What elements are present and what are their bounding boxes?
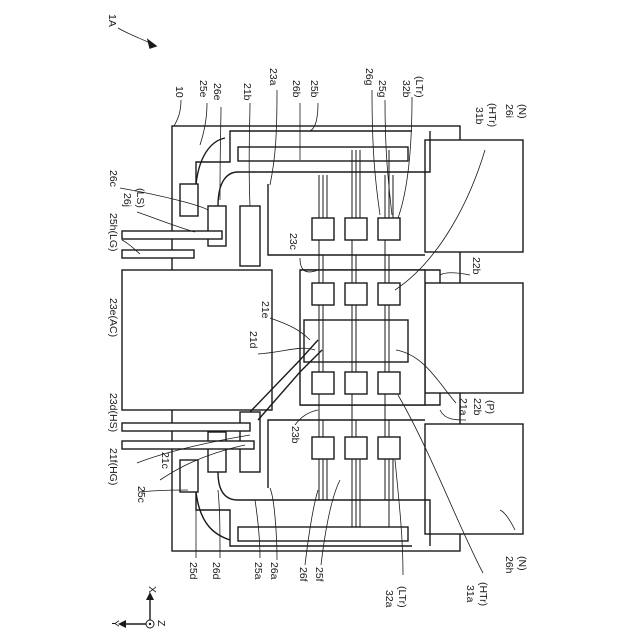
label-32b-ltr: (LTr) [413,76,425,98]
label-26i: 26i [503,104,515,118]
label-26e: 26e [211,83,223,101]
label-25c: 25c [135,486,147,503]
label-26b: 26b [290,80,302,98]
label-26i-n: (N) [516,104,528,119]
label-23c: 23c [287,233,299,250]
label-23e-ac: 23e(AC) [107,298,119,337]
label-32a: 32a [383,590,395,608]
label-1A: 1A [106,14,118,27]
label-25g: 25g [376,80,388,98]
label-22b-p: (P) [484,400,496,414]
label-31b: 31b [473,107,485,125]
label-10: 10 [173,86,185,98]
label-23a: 23a [267,68,279,86]
label-26d: 26d [210,562,222,580]
label-26j: 26j [121,193,133,207]
label-21d: 21d [247,331,259,349]
label-25a: 25a [252,562,264,580]
label-26h: 26h [503,556,515,574]
label-23d-hs: 23d(HS) [107,393,119,432]
label-21e: 21e [259,301,271,319]
label-31a: 31a [464,585,476,603]
label-31a-htr: (HTr) [477,582,489,606]
label-26j-ls: (LS) [134,188,146,208]
label-26h-n: (N) [516,556,528,571]
label-21c: 21c [159,452,171,469]
label-26g: 26g [363,68,375,86]
label-32a-ltr: (LTr) [396,586,408,608]
label-25h-lg: 25h(LG) [107,213,119,252]
label-axis-z: Z [155,620,167,627]
label-32b: 32b [400,80,412,98]
label-26f: 26f [297,567,309,582]
label-26c: 26c [107,170,119,187]
label-axis-y: Y [109,620,121,627]
label-21f-hg: 21f(HG) [107,448,119,485]
label-25d: 25d [187,562,199,580]
label-21b: 21b [241,83,253,101]
label-23b: 23b [289,426,301,444]
label-22b-top: 22b [470,257,482,275]
label-31b-htr: (HTr) [486,103,498,127]
label-axis-x: X [146,586,158,593]
label-26a: 26a [268,562,280,580]
label-25b: 25b [308,80,320,98]
label-25e: 25e [197,80,209,98]
label-21a: 21a [457,398,469,416]
label-22b-bottom: 22b [471,398,483,416]
label-25f: 25f [313,567,325,582]
